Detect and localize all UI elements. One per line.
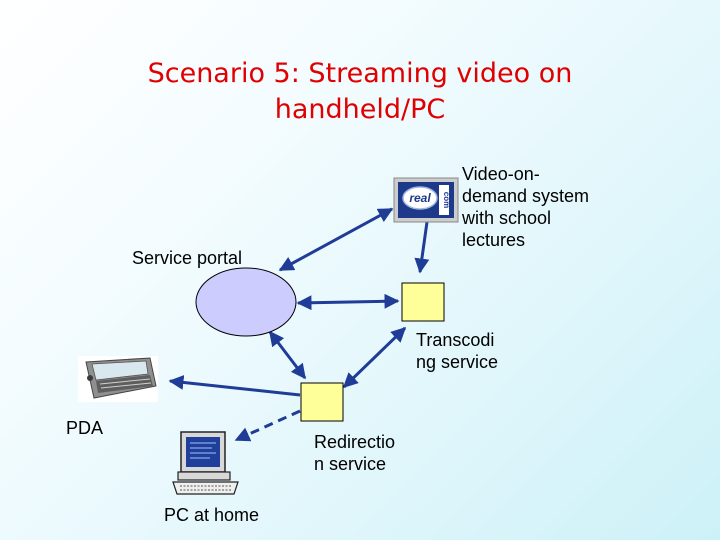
vod-system-label: Video-on- demand system with school lect… [462, 163, 622, 251]
transcoding-label-line-2: ng service [416, 351, 526, 373]
service-portal-node [196, 268, 296, 336]
transcoding-label-line-1: Transcodi [416, 329, 526, 351]
com-logo-text: com [442, 192, 451, 208]
redirection-service-node [301, 383, 343, 421]
vod-label-line-1: Video-on- [462, 163, 622, 185]
arrow-portal-to-redirection [270, 332, 305, 378]
arrow-vod-to-transcoding [420, 222, 427, 272]
vod-label-line-3: with school [462, 207, 622, 229]
pc-at-home-label: PC at home [164, 504, 259, 526]
pc-icon [173, 432, 238, 494]
transcoding-service-label: Transcodi ng service [416, 329, 526, 373]
vod-label-line-4: lectures [462, 229, 622, 251]
arrow-transcoding-to-redirection [344, 328, 405, 387]
transcoding-service-node [402, 283, 444, 321]
arrow-redirection-to-pc [236, 411, 300, 440]
real-com-logo-icon: real com [394, 178, 458, 222]
arrow-portal-to-transcoding [298, 301, 398, 303]
redirection-label-line-1: Redirectio [314, 431, 414, 453]
real-logo-text: real [409, 191, 431, 205]
pda-label: PDA [66, 417, 103, 439]
redirection-label-line-2: n service [314, 453, 414, 475]
arrow-redirection-to-pda [170, 381, 300, 395]
arrow-portal-to-vod [280, 209, 392, 270]
vod-label-line-2: demand system [462, 185, 622, 207]
pda-icon [78, 356, 158, 402]
redirection-service-label: Redirectio n service [314, 431, 414, 475]
service-portal-label: Service portal [132, 247, 242, 269]
